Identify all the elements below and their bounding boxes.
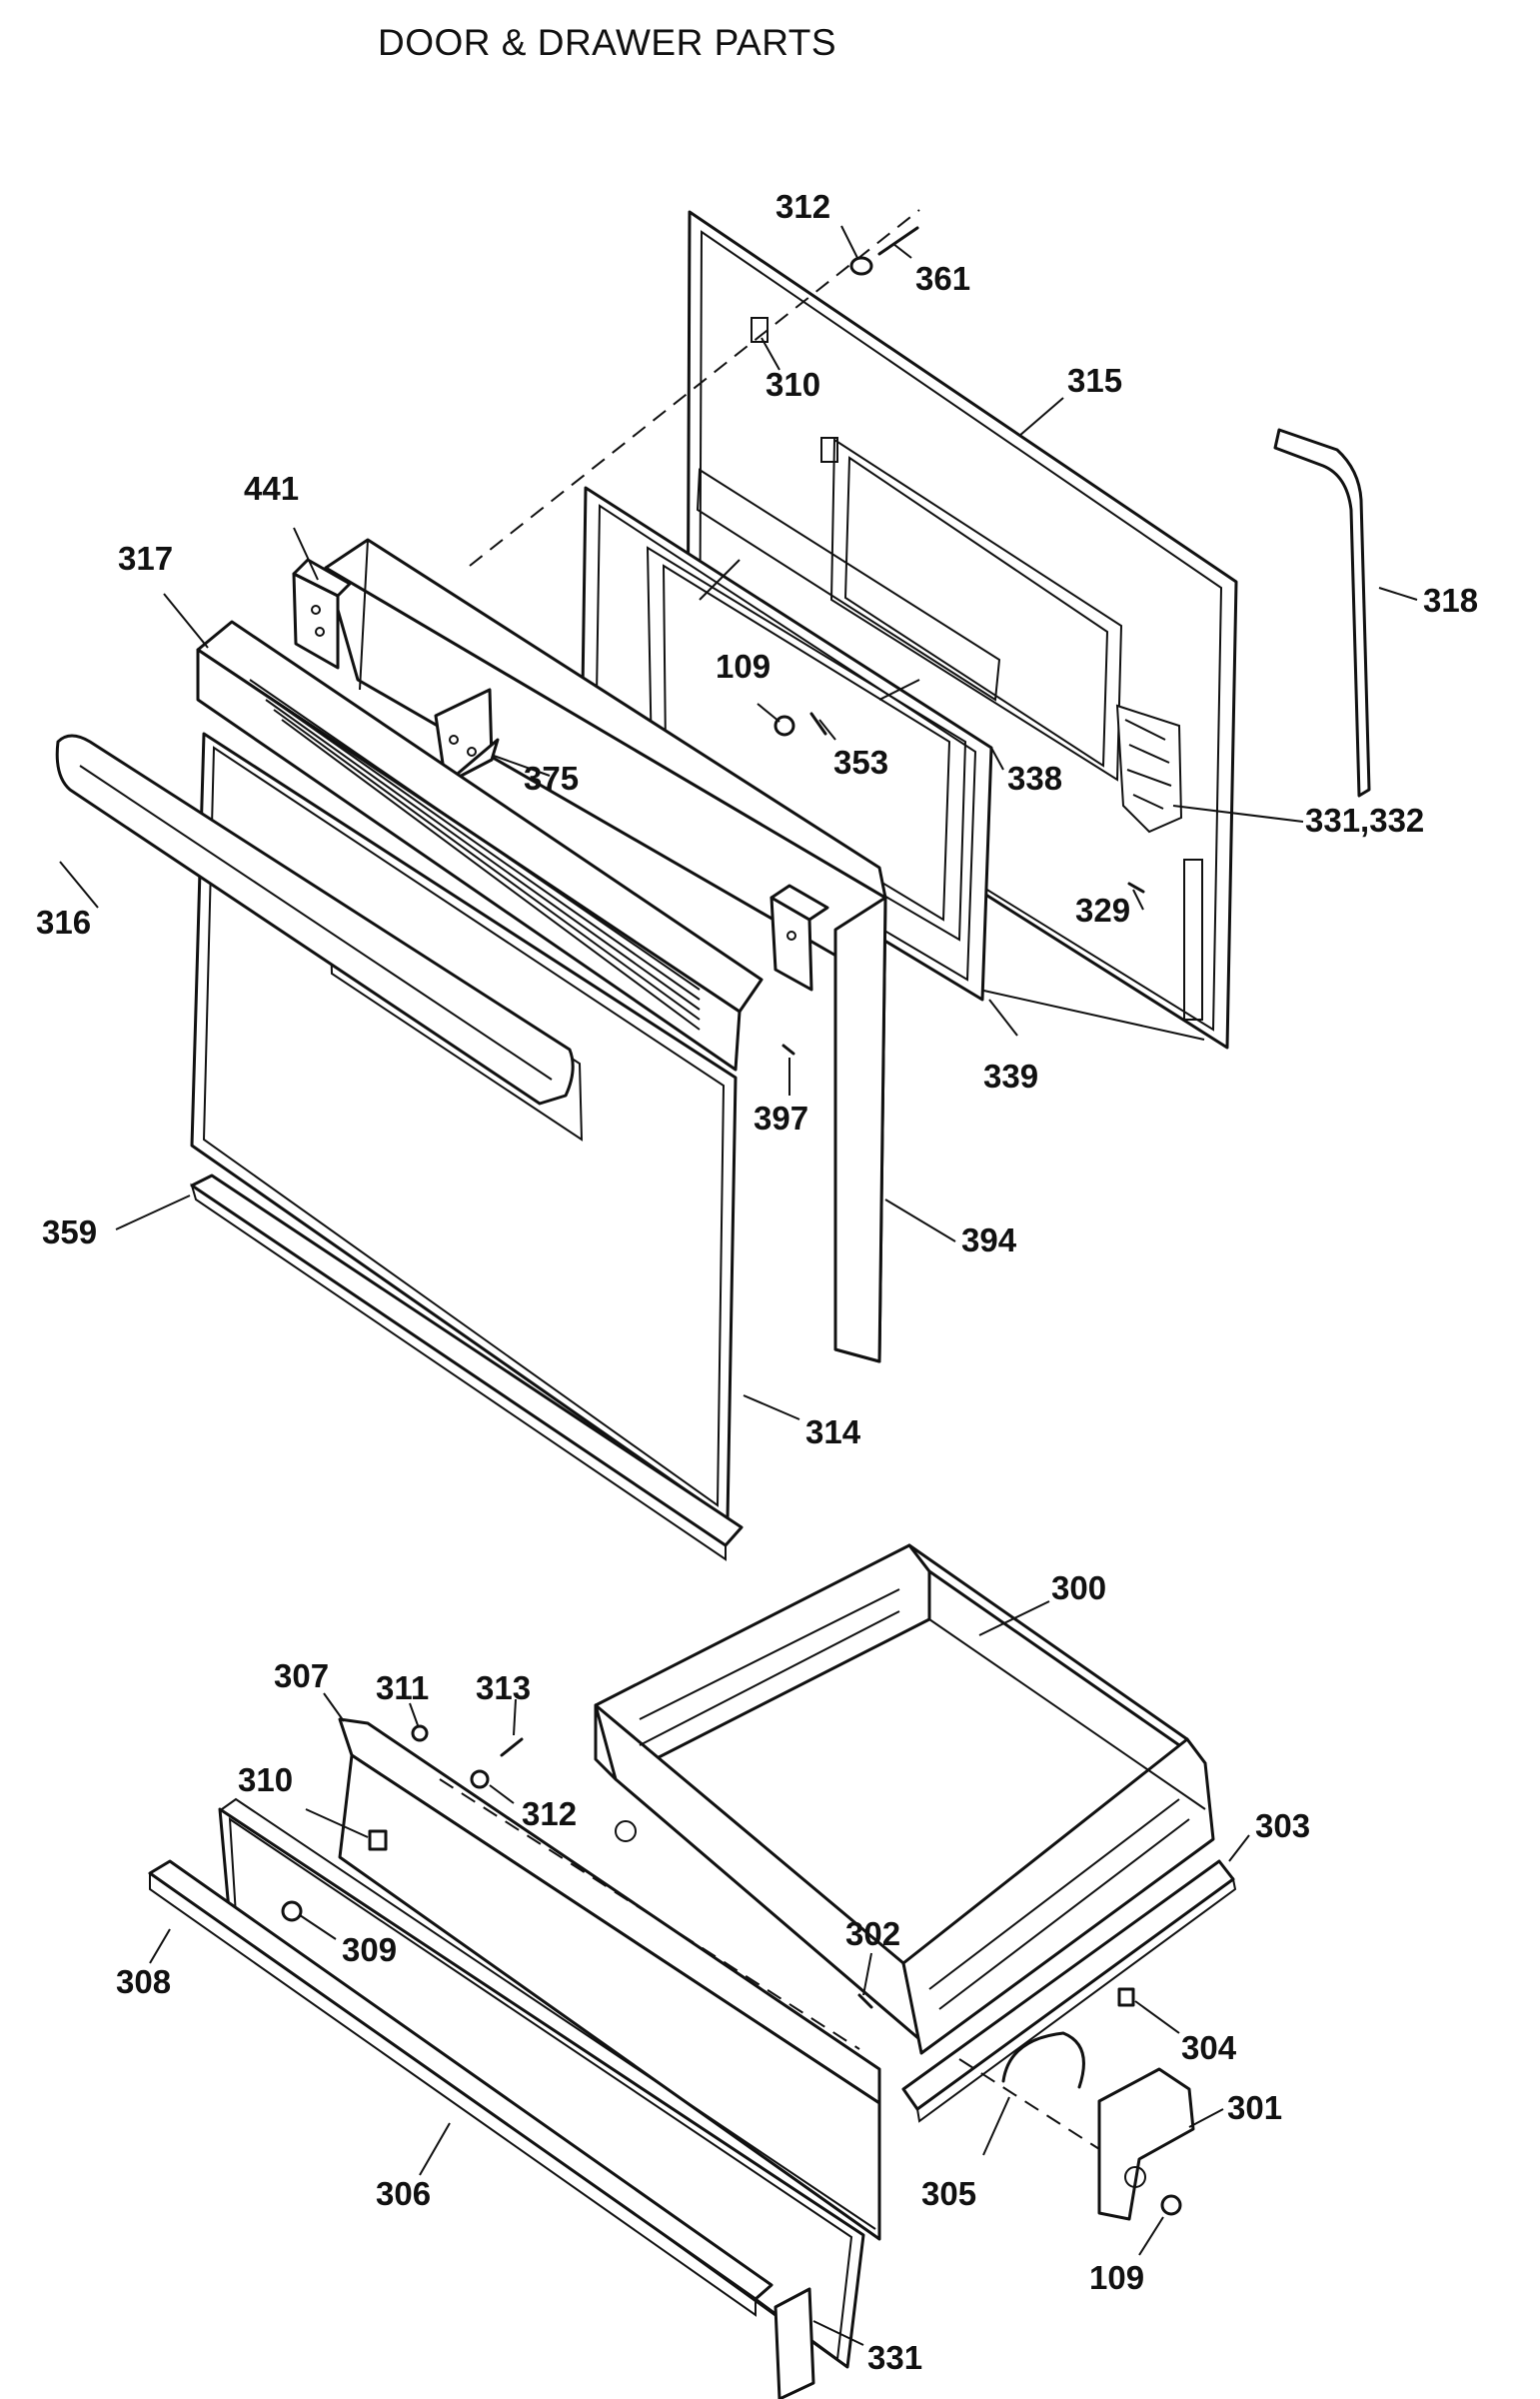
vent-trim-317 — [196, 620, 764, 1072]
callout-353: 353 — [833, 744, 888, 781]
roller-304 — [1117, 1987, 1135, 2007]
inner-glass-frame-338 — [580, 468, 1001, 1002]
nut-312 — [470, 1769, 490, 1789]
callout-304: 304 — [1181, 2029, 1237, 2066]
callout-316: 316 — [36, 904, 91, 941]
callout-397: 397 — [754, 1100, 808, 1137]
callout-310: 310 — [766, 366, 820, 403]
callout-307: 307 — [274, 1657, 329, 1694]
callout-375: 375 — [524, 760, 579, 797]
slide-rail-303 — [901, 1859, 1237, 2123]
bracket-331 — [773, 2287, 815, 2399]
door-liner-panel-315 — [686, 210, 1238, 1050]
hinge-bracket-441 — [292, 558, 352, 670]
callout-312: 312 — [522, 1795, 577, 1832]
door-handle-316 — [55, 734, 575, 1106]
door-frame-394 — [324, 538, 887, 1363]
callout-309: 309 — [342, 1931, 397, 1968]
spacer-310 — [368, 1829, 388, 1851]
callout-311: 311 — [376, 1669, 429, 1706]
drawer-inner-panel-307 — [338, 1717, 881, 2241]
callout-338: 338 — [1007, 760, 1062, 797]
callout-301: 301 — [1227, 2089, 1282, 2126]
callout-318: 318 — [1423, 582, 1478, 619]
callout-314: 314 — [805, 1413, 861, 1450]
screw-353 — [809, 712, 827, 736]
callout-331-332: 331,332 — [1305, 802, 1424, 839]
drawer-front-306 — [218, 1797, 876, 2369]
callout-313: 313 — [476, 1669, 531, 1706]
page-title: DOOR & DRAWER PARTS — [378, 22, 837, 63]
callout-109: 109 — [716, 648, 770, 685]
nut-312 — [849, 256, 873, 276]
screw-361 — [877, 226, 919, 256]
leader-lines — [59, 225, 1418, 2346]
nut-109 — [1160, 2194, 1182, 2216]
nut-109 — [773, 715, 795, 737]
screw-309 — [281, 1900, 303, 1922]
assembly-axis-rear — [958, 2058, 1100, 2150]
drawer-body-300 — [594, 1543, 1215, 2055]
callout-109: 109 — [1089, 2259, 1144, 2296]
callout-312: 312 — [775, 188, 830, 225]
bottom-trim-359 — [190, 1174, 744, 1561]
assembly-axis-drawer — [439, 1778, 860, 2050]
callout-300: 300 — [1051, 1569, 1106, 1606]
callout-306: 306 — [376, 2175, 431, 2212]
pin-302 — [857, 1993, 873, 2009]
callout-359: 359 — [42, 1213, 97, 1250]
screw-313 — [500, 1737, 524, 1757]
callout-302: 302 — [845, 1915, 900, 1952]
screw-397 — [781, 1044, 795, 1056]
drawer-handle-308 — [148, 1859, 773, 2317]
pin-329 — [1127, 882, 1145, 894]
wire-clip-305 — [1001, 2031, 1085, 2089]
callout-308: 308 — [116, 1963, 171, 2000]
assembly-axis-door — [469, 209, 920, 567]
callout-361: 361 — [915, 260, 970, 297]
hinge-bracket-right — [770, 884, 829, 992]
callout-441: 441 — [244, 470, 299, 507]
drawer-fasteners — [281, 1724, 1182, 2216]
callout-315: 315 — [1067, 362, 1122, 399]
door-gasket-318 — [1273, 428, 1371, 798]
door-fasteners — [773, 226, 1145, 1056]
nut-311 — [411, 1724, 429, 1742]
callout-labels: 312 361 310 315 441 317 318 109 353 338 … — [36, 188, 1478, 2376]
callout-303: 303 — [1255, 1807, 1310, 1844]
callout-331: 331 — [867, 2339, 922, 2376]
callout-394: 394 — [961, 1221, 1017, 1258]
callout-305: 305 — [921, 2175, 976, 2212]
callout-310: 310 — [238, 1761, 293, 1798]
callout-339: 339 — [983, 1058, 1038, 1095]
bracket-375 — [434, 688, 500, 786]
rear-bracket-301 — [1097, 2067, 1195, 2221]
callout-317: 317 — [118, 540, 173, 577]
callout-329: 329 — [1075, 892, 1130, 929]
